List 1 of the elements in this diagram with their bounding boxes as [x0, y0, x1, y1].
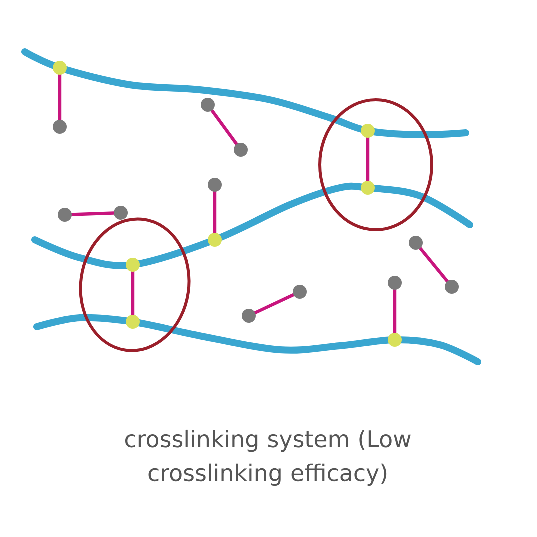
caption: crosslinking system (Low crosslinking efficacy): [126, 430, 411, 486]
